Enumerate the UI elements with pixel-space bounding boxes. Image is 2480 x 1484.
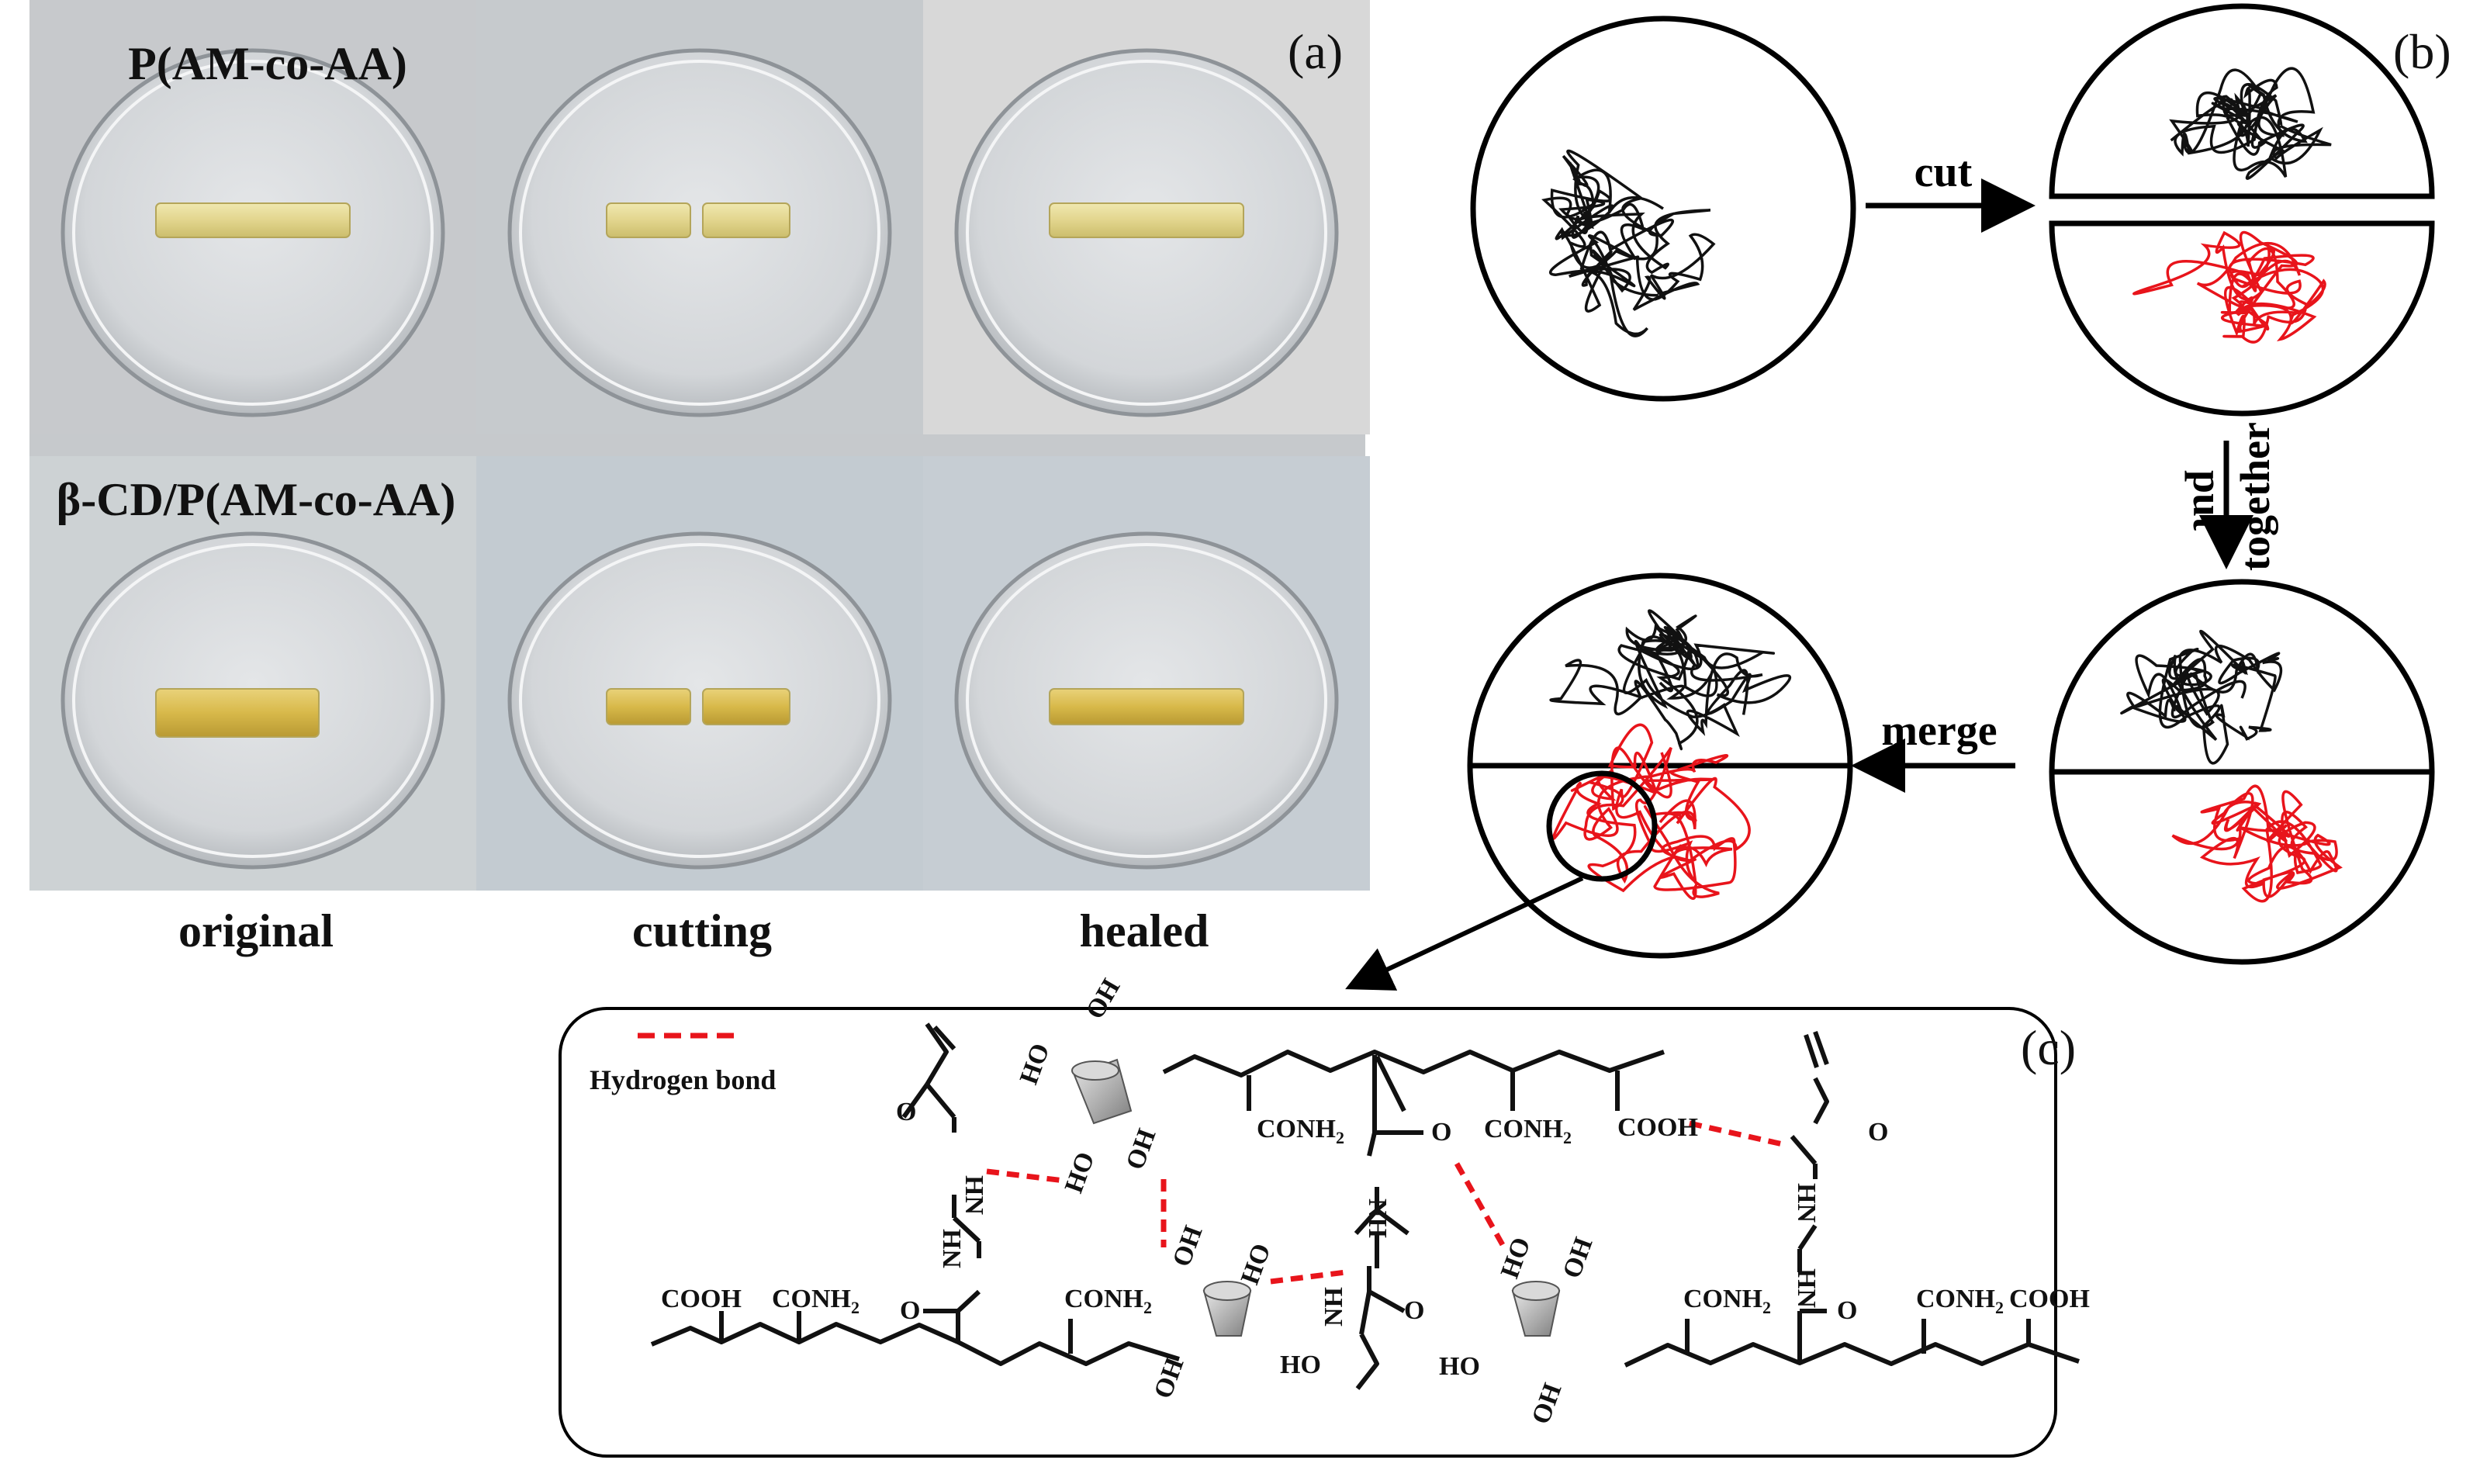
hydrogen-bond-legend-label: Hydrogen bond xyxy=(590,1064,776,1095)
label-together: together xyxy=(2232,422,2278,571)
group-cooh-1: COOH xyxy=(1617,1113,1698,1142)
panel-b-label: (b) xyxy=(2393,24,2451,79)
group-o-2: O xyxy=(1431,1118,1451,1147)
chemical-groups: OH HO OH HO O HN CONH2 O NH CONH2 COOH O… xyxy=(661,974,2090,1428)
polymer-chains-together-top xyxy=(2120,629,2283,765)
row-label-top: P(AM-co-AA) xyxy=(128,38,407,89)
polymer-chains-merged-black xyxy=(1549,609,1791,751)
petri-dish-photo xyxy=(923,0,1370,434)
group-o-5: O xyxy=(1404,1296,1424,1325)
hydrogen-bonds xyxy=(986,1120,1783,1285)
panel-c: (c) Hydrogen bond xyxy=(559,974,2090,1458)
petri-dish-photo xyxy=(923,456,1370,891)
zoom-pointer-arrow xyxy=(1345,876,1584,991)
cyclodextrin-cones xyxy=(1071,1058,1561,1337)
group-cooh-3: COOH xyxy=(2009,1285,2090,1313)
group-ho-4: HO xyxy=(1280,1351,1321,1379)
group-conh2-1: CONH2 xyxy=(1257,1115,1344,1147)
petri-dish-photo xyxy=(476,0,923,434)
petri-dish-photo xyxy=(476,456,923,891)
polymer-chains-bottom-half xyxy=(2132,230,2326,344)
panel-c-label: (c) xyxy=(2021,1020,2076,1075)
petri-dish-photo xyxy=(29,456,476,891)
group-hn-2: HN xyxy=(1792,1183,1821,1223)
caption-healed: healed xyxy=(1080,905,1209,956)
caption-original: original xyxy=(178,905,334,956)
group-conh2-5: CONH2 xyxy=(1683,1285,1771,1317)
polymer-chains-together-bottom xyxy=(2171,784,2343,903)
group-hn-3: HN xyxy=(1792,1268,1821,1308)
group-hn-1: HN xyxy=(960,1175,988,1215)
group-conh2-6: CONH2 xyxy=(1916,1285,2004,1317)
row-label-bottom: β-CD/P(AM-co-AA) xyxy=(57,474,456,525)
panel-a: (a) P(AM-co-AA) β-CD/P(AM-co-AA) origina… xyxy=(29,0,1370,956)
polymer-chains-top-half xyxy=(2169,67,2332,180)
zoom-circle xyxy=(1546,770,1658,882)
polymer-chains-original xyxy=(1541,149,1716,337)
group-o-3: O xyxy=(1868,1118,1888,1147)
label-put: put xyxy=(2184,470,2231,531)
group-o-1: O xyxy=(896,1098,916,1126)
group-nh-1: NH xyxy=(1363,1199,1392,1238)
caption-cutting: cutting xyxy=(632,905,772,956)
photo-cells xyxy=(29,0,1370,891)
panel-a-label: (a) xyxy=(1288,24,1343,79)
panel-c-frame xyxy=(559,1007,2057,1458)
group-conh2-2: CONH2 xyxy=(1484,1115,1572,1147)
group-nh-2: NH xyxy=(938,1229,967,1268)
group-o-6: O xyxy=(1837,1296,1857,1325)
group-cooh-2: COOH xyxy=(661,1285,742,1313)
group-o-4: O xyxy=(900,1296,920,1325)
group-conh2-4: CONH2 xyxy=(1064,1285,1152,1317)
group-nh-3: NH xyxy=(1320,1287,1348,1327)
molecular-skeleton xyxy=(650,1022,2080,1390)
polymer-chains-merged-red xyxy=(1551,723,1751,900)
group-conh2-3: CONH2 xyxy=(772,1285,860,1317)
label-merge: merge xyxy=(1881,707,1997,755)
petri-dish-photo xyxy=(29,0,476,434)
panel-b: (b) cut put together merge xyxy=(1345,3,2451,991)
label-cut: cut xyxy=(1914,148,1973,196)
group-ho-6: HO xyxy=(1439,1352,1480,1381)
